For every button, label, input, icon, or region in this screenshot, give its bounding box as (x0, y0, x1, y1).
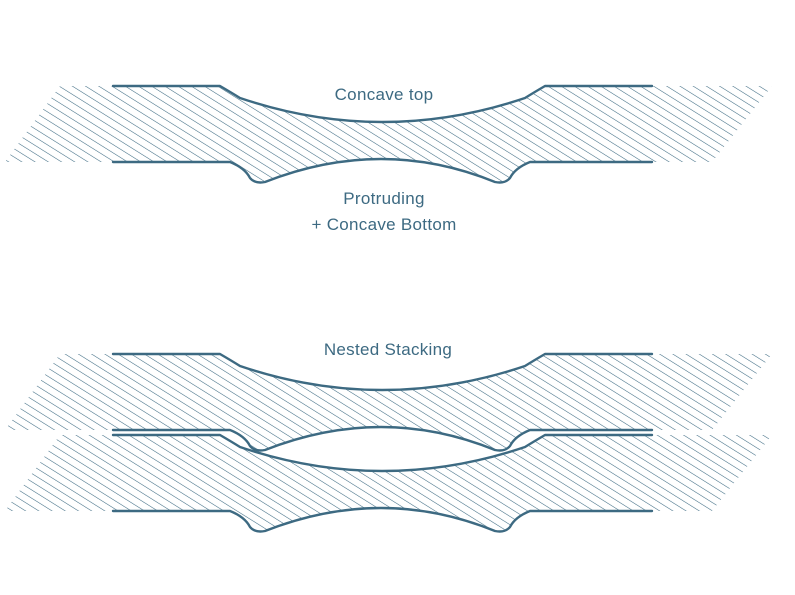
single-part-bottom-edge (111, 157, 654, 184)
label-nested-stacking: Nested Stacking (324, 340, 452, 359)
nested-upper-part (5, 352, 772, 452)
nested-lower-part (5, 433, 772, 533)
nested-upper-part-hatch (5, 354, 772, 451)
nested-upper-part-top-edge (111, 352, 654, 392)
single-part-top-edge (111, 84, 654, 124)
nested-lower-part-hatch (5, 435, 772, 532)
label-concave-top: Concave top (335, 85, 434, 104)
single-part (5, 84, 772, 184)
single-part-hatch (5, 86, 772, 183)
label-concave-bottom: + Concave Bottom (311, 215, 456, 234)
nested-lower-part-top-edge (111, 433, 654, 473)
nested-upper-part-bottom-edge (111, 425, 654, 452)
label-protruding: Protruding (343, 189, 424, 208)
nested-lower-part-bottom-edge (111, 506, 654, 533)
